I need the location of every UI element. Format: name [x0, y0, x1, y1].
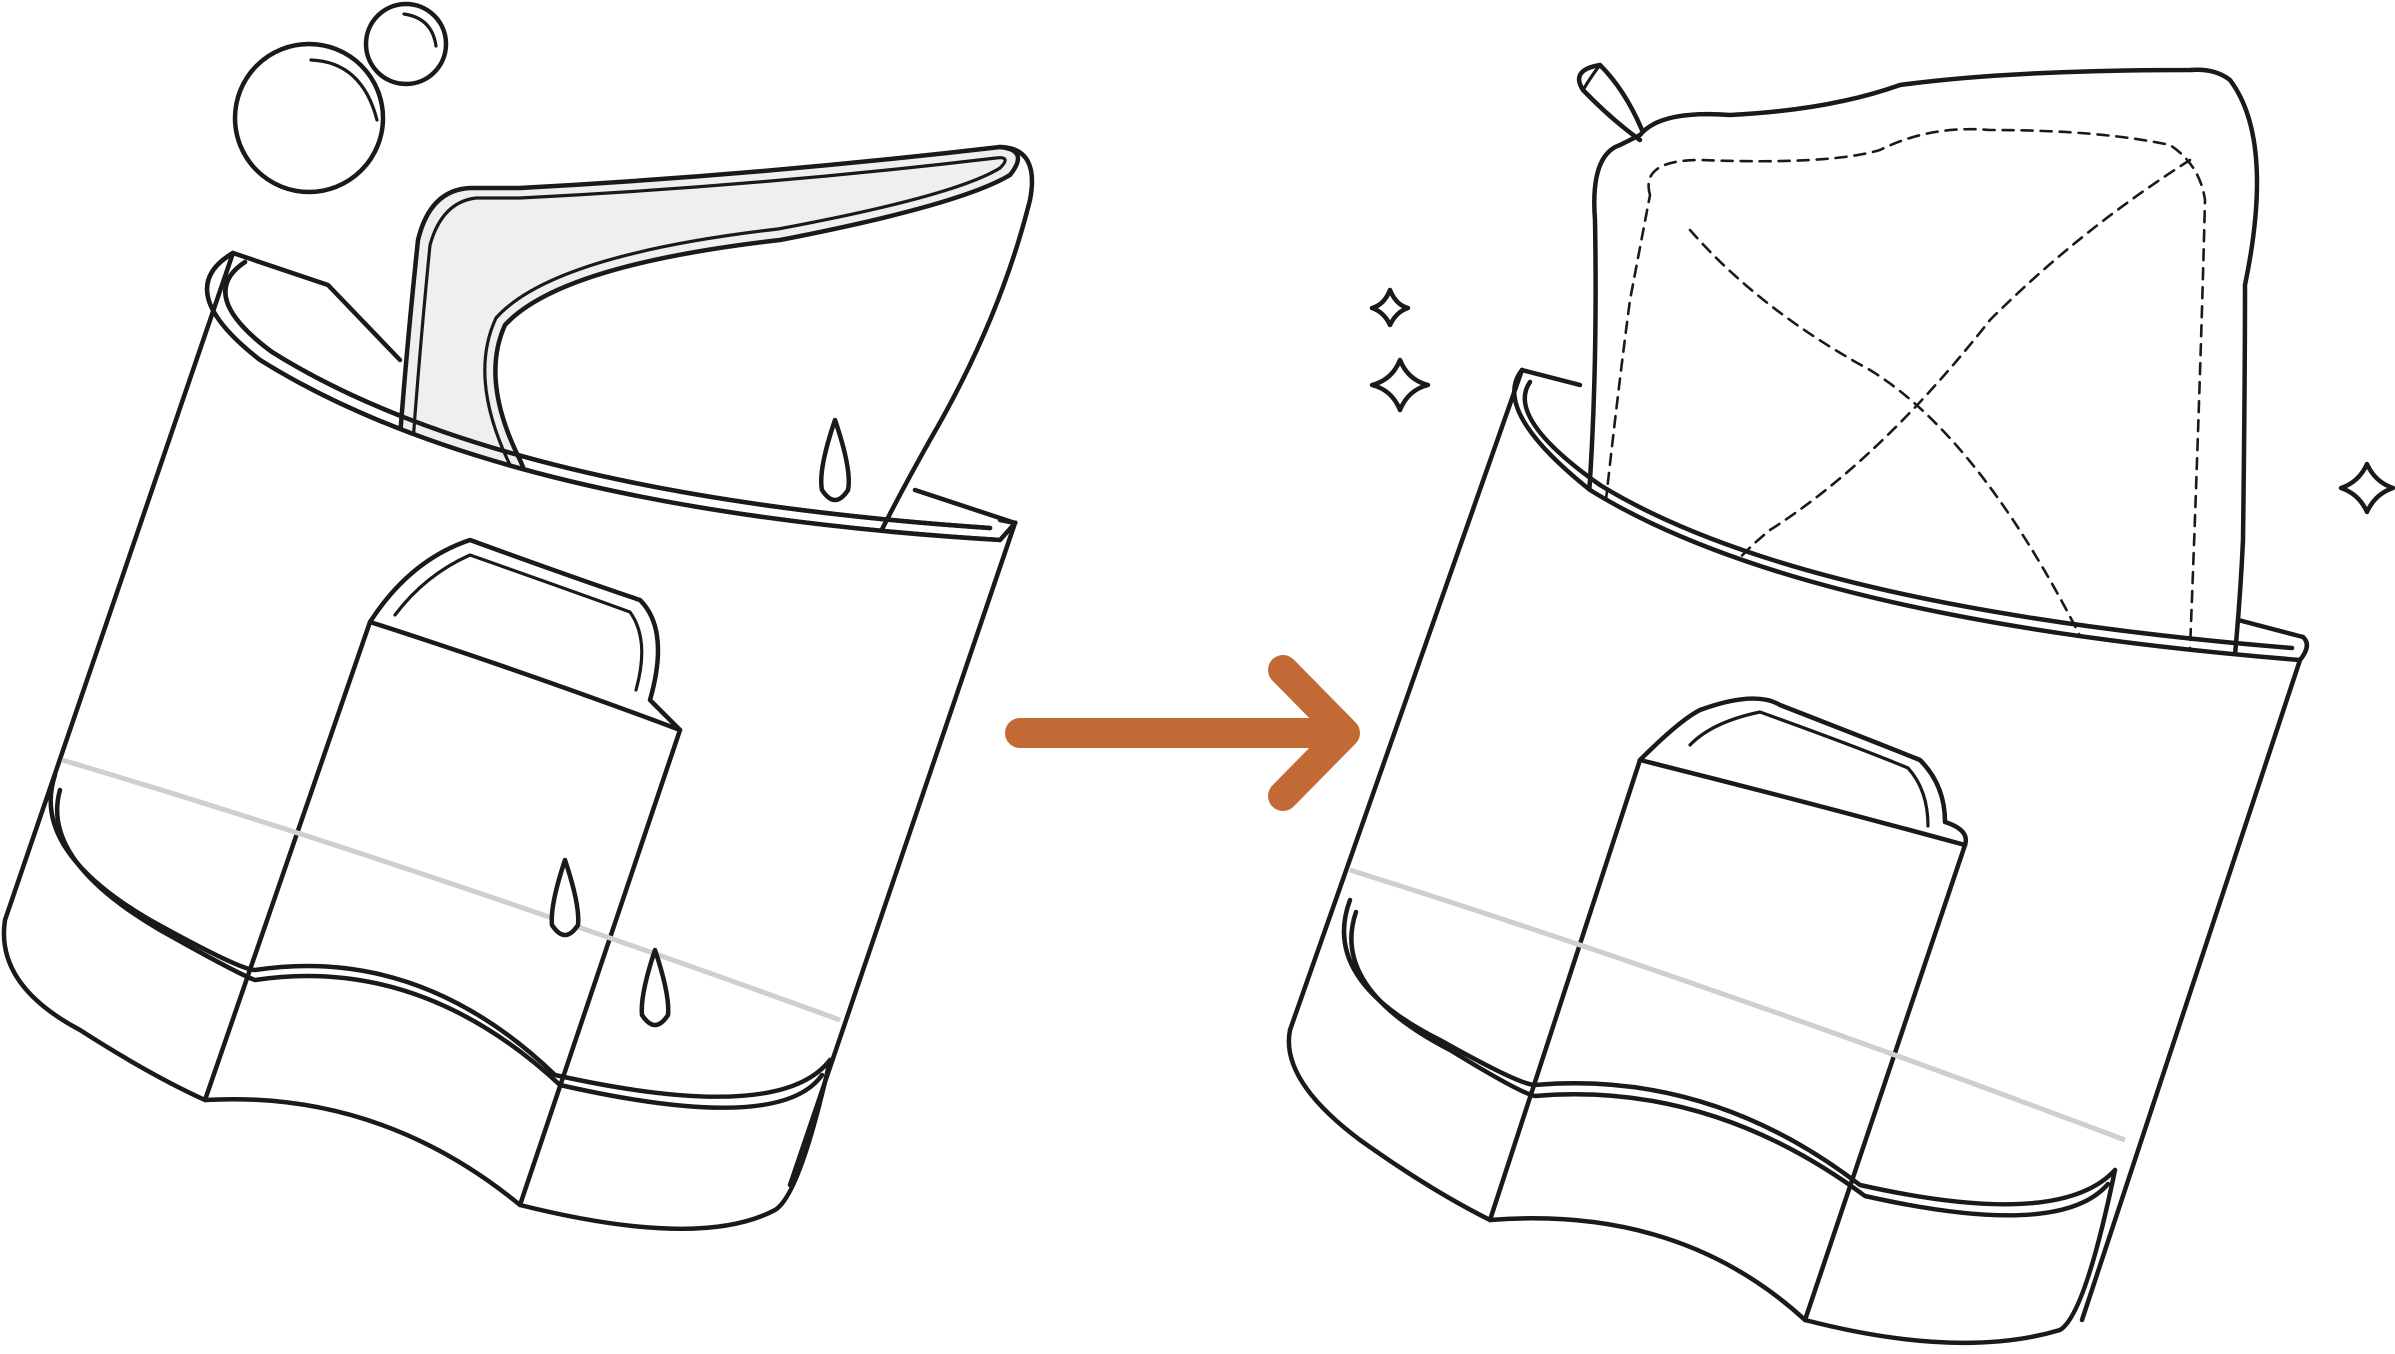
water-line [61, 757, 841, 1023]
water-drop-icon [819, 417, 851, 503]
bubble-icon [232, 41, 386, 195]
after-panel [1286, 62, 2395, 1346]
holder-front [1, 250, 1018, 1232]
arrow-right-icon [1005, 655, 1360, 811]
before-panel [1, 1, 1035, 1232]
sparkle-icon [1369, 357, 1431, 413]
water-line [1349, 867, 2126, 1143]
bubbles [232, 1, 449, 195]
sparkles [1369, 287, 2395, 515]
bubble-icon [363, 1, 449, 87]
sparkle-icon [2338, 461, 2395, 515]
water-drops [549, 417, 851, 1028]
sparkle-icon [1369, 287, 1411, 328]
water-drop-icon [549, 857, 581, 938]
holder-front-right [1286, 367, 2310, 1346]
water-drop-icon [639, 947, 671, 1028]
